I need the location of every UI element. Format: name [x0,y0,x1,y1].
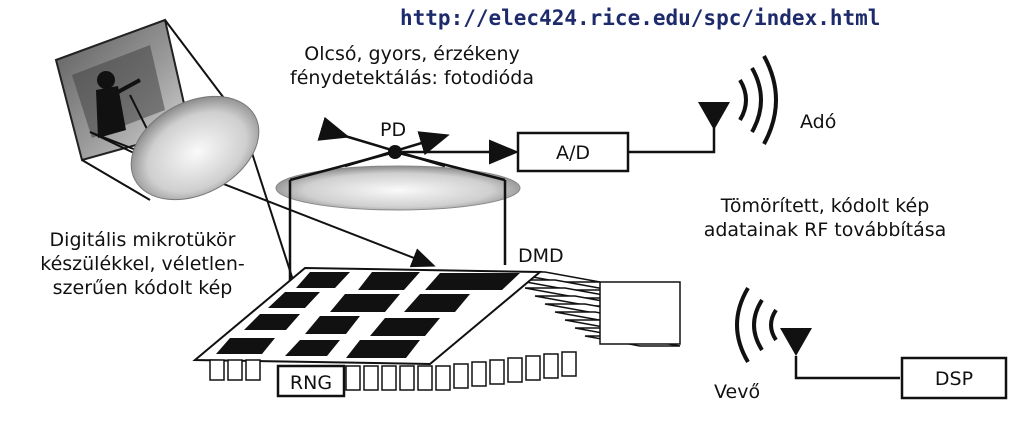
transmit-waves-icon [738,55,778,145]
photodiode-caption-line-1: Olcsó, gyors, érzékeny [304,43,520,65]
source-url[interactable]: http://elec424.rice.edu/spc/index.html [400,6,881,30]
receiver-label: Vevő [714,381,760,403]
rf-caption-line-2: adatainak RF továbbítása [703,219,947,241]
rf-caption-line-1: Tömörített, kódolt kép [720,195,930,217]
imaging-lens [130,95,260,201]
transmit-antenna-icon [698,102,730,130]
dmd-caption-line-1: Digitális mikrotükör [49,229,236,251]
dmd-caption-line-2: készülékkel, véletlen- [40,253,245,275]
dmd-array [192,266,681,391]
rng-label: RNG [290,372,332,394]
antenna-to-dsp-line [794,356,900,380]
rng-box [276,364,346,398]
ad-to-antenna-line [628,128,716,154]
receive-antenna-icon [780,328,812,356]
rf-caption: Tömörített, kódolt kép adatainak RF tová… [680,194,970,242]
receive-waves-icon [735,286,778,364]
dmd-caption: Digitális mikrotükör készülékkel, véletl… [0,228,285,300]
dsp-box [900,356,1008,400]
transmitter-label: Adó [800,111,836,133]
dsp-label: DSP [935,368,973,390]
photodiode-caption-line-2: fénydetektálás: fotodióda [290,67,534,89]
photodiode [317,116,450,168]
photodiode-caption: Olcsó, gyors, érzékeny fénydetektálás: f… [262,42,562,90]
ad-converter-label: A/D [556,142,590,164]
dmd-caption-line-3: szerűen kódolt kép [52,277,233,299]
collection-lens [275,165,521,211]
photodiode-label: PD [380,119,406,141]
dmd-label: DMD [518,245,564,267]
ad-converter-box [516,131,630,173]
